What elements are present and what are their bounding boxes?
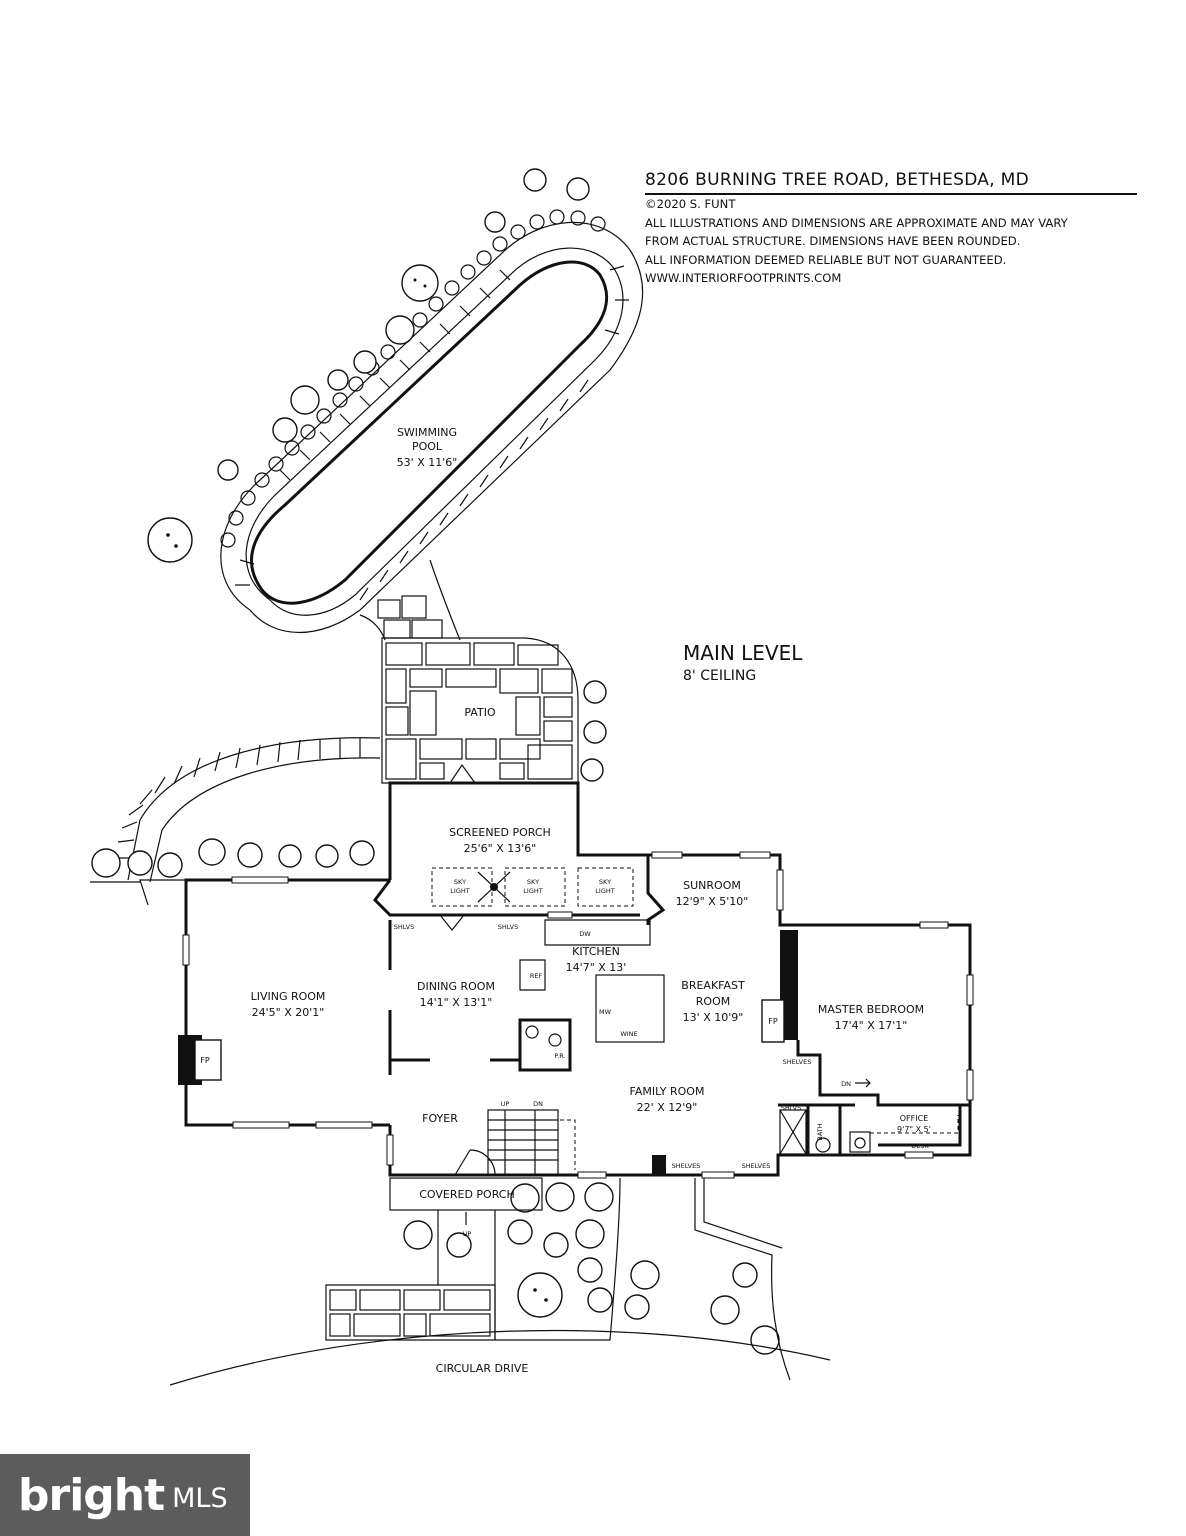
dining-room-dims: 14'1" X 13'1" [420,996,493,1009]
screened-porch-label: SCREENED PORCH [449,826,551,839]
disclaimer-line-2: FROM ACTUAL STRUCTURE. DIMENSIONS HAVE B… [645,234,1021,249]
family-room-label: FAMILY ROOM [630,1085,705,1098]
skylight-1-word-1: SKY [454,878,466,886]
bright-logo-text: bright [18,1469,165,1521]
fixture-labels: SKY LIGHT SKY LIGHT SKY LIGHT SHLVS SHLV… [200,878,929,1238]
website-line: WWW.INTERIORFOOTPRINTS.COM [645,271,842,286]
shelves-label-dining: SHLVS [394,923,415,931]
shelves-label-front-1: SHELVES [672,1162,701,1170]
bath-label: BATH [816,1123,824,1140]
house-walls [178,763,974,1179]
dishwasher-label: DW [579,930,591,938]
patio [381,637,579,784]
stair-up-label: UP [501,1100,510,1108]
kitchen-dims: 14'7" X 13' [566,961,627,974]
disclaimer-line-1: ALL ILLUSTRATIONS AND DIMENSIONS ARE APP… [645,215,1068,230]
microwave-label: MW [599,1008,612,1016]
screened-porch-skylights [431,867,634,907]
sunroom-label: SUNROOM [683,879,741,892]
shelves-label-front-2: SHELVES [742,1162,771,1170]
skylight-2-word-2: LIGHT [523,887,542,895]
porch-up-label: UP [463,1230,472,1238]
powder-room-label: P.R. [554,1052,565,1060]
covered-porch-label: COVERED PORCH [419,1188,515,1201]
office-label: OFFICE [900,1114,929,1123]
dining-room-label: DINING ROOM [417,980,495,993]
room-labels: SWIMMING POOL 53' X 11'6" PATIO SCREENED… [251,426,931,1375]
shelves-label-kitchen: SHLVS [498,923,519,931]
circular-drive [90,879,831,1386]
desk-label: DESK [911,1142,929,1150]
skylight-1-word-2: LIGHT [450,887,469,895]
breakfast-room-label-1: BREAKFAST [681,979,745,992]
property-address: 8206 BURNING TREE ROAD, BETHESDA, MD [645,170,1137,195]
bright-mls-watermark: bright MLS [0,1454,250,1536]
stair-down-label: DN [533,1100,543,1108]
refrigerator-label: REF [530,972,543,980]
swimming-pool [250,260,609,605]
living-room-label: LIVING ROOM [251,990,326,1003]
landscaping [91,168,780,1355]
living-room-dims: 24'5" X 20'1" [252,1006,325,1019]
pool-label-2: POOL [412,440,443,453]
covered-porch [325,1177,543,1341]
circular-drive-label: CIRCULAR DRIVE [436,1362,529,1375]
kitchen-island [595,974,665,1043]
pool-label-1: SWIMMING [397,426,457,439]
level-title: MAIN LEVEL [683,641,803,665]
skylight-2-word-1: SKY [527,878,539,886]
screened-porch-dims: 25'6" X 13'6" [464,842,537,855]
copyright-line: ©2020 S. FUNT [645,197,736,211]
pool-dims: 53' X 11'6" [397,456,458,469]
ceiling-height: 8' CEILING [683,668,757,684]
foyer-label: FOYER [422,1112,458,1125]
basement-down-label: DN [841,1080,851,1088]
foyer-stair [487,1109,559,1176]
patio-label: PATIO [464,706,496,719]
shelves-label-vertical: SHELVES [789,956,797,985]
skylight-3-word-1: SKY [599,878,611,886]
shelves-label-bath: SHLVS [781,1104,802,1112]
fp-label-living: FP [200,1056,210,1065]
wine-label: WINE [620,1030,637,1038]
pool-area [220,209,644,641]
master-bedroom-label: MASTER BEDROOM [818,1003,924,1016]
breakfast-room-dims: 13' X 10'9" [683,1011,744,1024]
office-dims: 9'7" X 5' [897,1125,931,1134]
sunroom-dims: 12'9" X 5'10" [676,895,749,908]
mls-logo-text: MLS [172,1482,228,1514]
cobble-walkway [115,737,381,883]
disclaimer-line-3: ALL INFORMATION DEEMED RELIABLE BUT NOT … [645,252,1007,267]
skylight-3-word-2: LIGHT [595,887,614,895]
family-room-dims: 22' X 12'9" [637,1101,698,1114]
master-bedroom-dims: 17'4" X 17'1" [835,1019,908,1032]
fp-label-breakfast: FP [768,1017,778,1026]
level-heading: MAIN LEVEL 8' CEILING [683,641,802,684]
breakfast-room-label-2: ROOM [696,995,730,1008]
shelves-label-bedroom: SHELVES [783,1058,812,1066]
kitchen-label: KITCHEN [572,945,620,958]
title-block: 8206 BURNING TREE ROAD, BETHESDA, MD ©20… [645,170,1137,288]
